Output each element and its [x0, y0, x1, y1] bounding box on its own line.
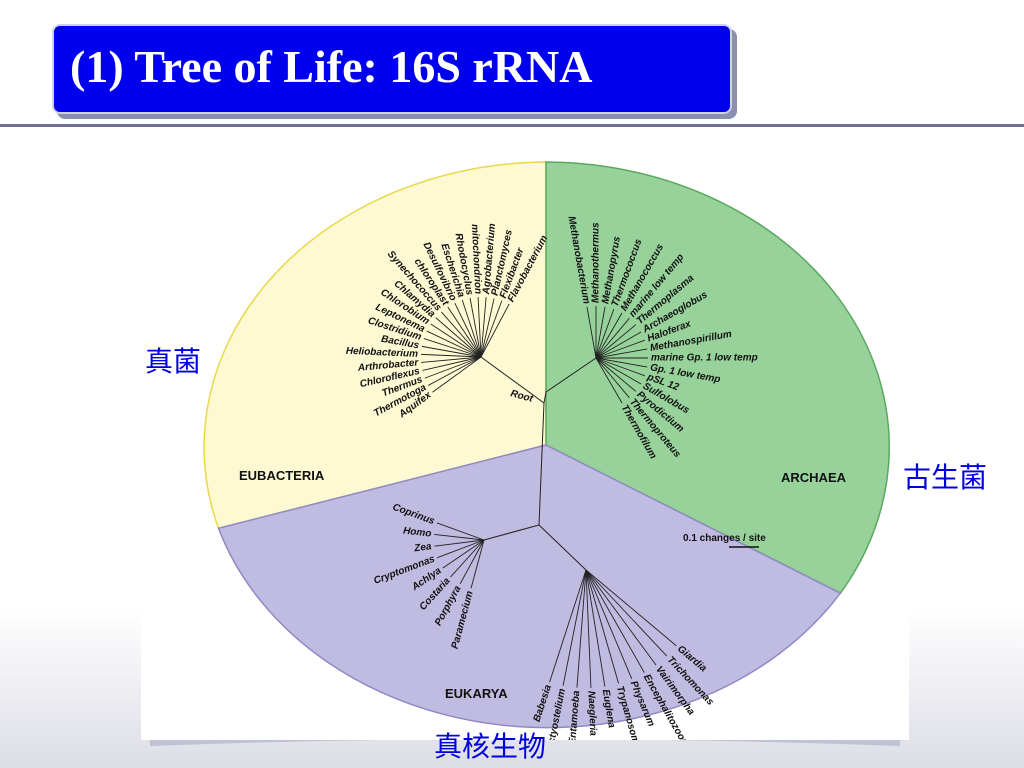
branch-synechococcus: [441, 311, 482, 358]
branch-flexibacter: [480, 300, 503, 358]
tree-diagram: FlavobacteriumFlexibacterPlanctomycesAgr…: [203, 161, 891, 740]
domain-label-eubacteria: EUBACTERIA: [239, 468, 325, 483]
branch-flavobacterium: [480, 303, 510, 358]
branch-mitochondrion: [477, 297, 482, 358]
branch-haloferax: [595, 339, 646, 359]
archaea-region: [545, 161, 891, 595]
branch-achlya: [442, 539, 485, 569]
branch-zea: [434, 539, 485, 547]
branch-vairimorpha: [585, 569, 657, 666]
branch-psl-12: [595, 357, 646, 377]
branch-encephalitozoon: [585, 569, 645, 673]
branch-thermococcus: [595, 308, 615, 359]
branch-agrobacterium: [480, 297, 487, 358]
branch-methanobacterium: [586, 306, 597, 359]
branch-paramecium: [470, 539, 485, 589]
branch-naegleria: [585, 569, 592, 688]
branch-archaeoglobus: [595, 331, 642, 359]
title-divider: [0, 124, 1024, 127]
taxon-naegleria-eukarya: Naegleria: [585, 691, 598, 737]
branch-bacillus: [421, 345, 482, 358]
branch-thermofilum: [595, 357, 623, 404]
branch-coprinus: [436, 522, 485, 541]
title-banner: (1) Tree of Life: 16S rRNA: [52, 24, 732, 114]
branch-thermus: [424, 356, 482, 379]
branch-trypanosoma: [585, 569, 619, 684]
tree-branches: [421, 297, 677, 688]
branch-euglena: [585, 569, 606, 687]
branch-chloroplast: [447, 306, 482, 358]
branch-arthrobacter: [421, 356, 482, 363]
slide-title: (1) Tree of Life: 16S rRNA: [70, 41, 593, 92]
branch-planctomyces: [480, 298, 495, 358]
branch-methanospirillum: [595, 348, 648, 359]
branch-gp-1-low-temp: [595, 357, 648, 368]
eukarya-region: [217, 444, 842, 729]
branch-chlorobium: [430, 323, 482, 358]
taxon-mitochondrion-eubacteria: mitochondrion: [469, 224, 483, 294]
branch-costaria: [450, 539, 485, 578]
branch-thermoplasma: [595, 324, 637, 359]
branch-escherichia: [461, 299, 482, 358]
branch-clostridium: [423, 338, 482, 358]
branch-heliobacterium: [421, 353, 482, 358]
branch-homo: [434, 533, 485, 541]
branch-desulfovibrio: [454, 302, 482, 358]
taxon-entamoeba-eukarya: Entamoeba: [567, 690, 582, 740]
taxon-methanothermus-archaea: Methanothermus: [591, 222, 602, 303]
branch-trichomonas: [585, 569, 668, 657]
branch-aquifex: [432, 356, 482, 393]
branch-thermotoga: [427, 356, 482, 386]
branch-babesia: [549, 569, 587, 683]
branch-thermoproteus: [595, 357, 630, 399]
branch-chloroflexus: [422, 356, 482, 371]
branch-leptonema: [426, 330, 482, 358]
label-bacteria-chinese: 真菌: [145, 345, 202, 378]
branch-chlamydia: [435, 317, 482, 358]
label-eukarya-chinese: 真核生物: [434, 730, 547, 763]
eubacteria-region: [203, 161, 547, 530]
tree-trunk: [480, 356, 597, 571]
taxon-homo-eukarya: Homo: [403, 526, 432, 540]
branch-methanococcus: [595, 312, 623, 359]
branch-cryptomonas: [437, 539, 485, 559]
taxon-zea-eukarya: Zea: [413, 541, 433, 554]
taxon-heliobacterium-eubacteria: Heliobacterium: [346, 346, 419, 360]
branch-dictyostelium: [562, 569, 587, 686]
branch-entamoeba: [576, 569, 587, 688]
domain-label-archaea: ARCHAEA: [781, 470, 847, 485]
taxon-marine-gp-1-low-temp-archaea: marine Gp. 1 low temp: [651, 353, 758, 364]
label-archaea-chinese: 古生菌: [903, 461, 988, 494]
branch-porphyra: [459, 539, 485, 585]
branch-giardia: [585, 569, 677, 647]
scale-bar-label: 0.1 changes / site: [683, 533, 766, 544]
branch-methanopyrus: [595, 306, 606, 359]
domain-label-eukarya: EUKARYA: [445, 686, 508, 701]
branch-sulfolobus: [595, 357, 642, 385]
branch-physarum: [585, 569, 633, 679]
branch-marine-low-temp: [595, 317, 630, 359]
branch-rhodocyclus: [469, 297, 482, 358]
branch-pyrodictium: [595, 357, 637, 392]
